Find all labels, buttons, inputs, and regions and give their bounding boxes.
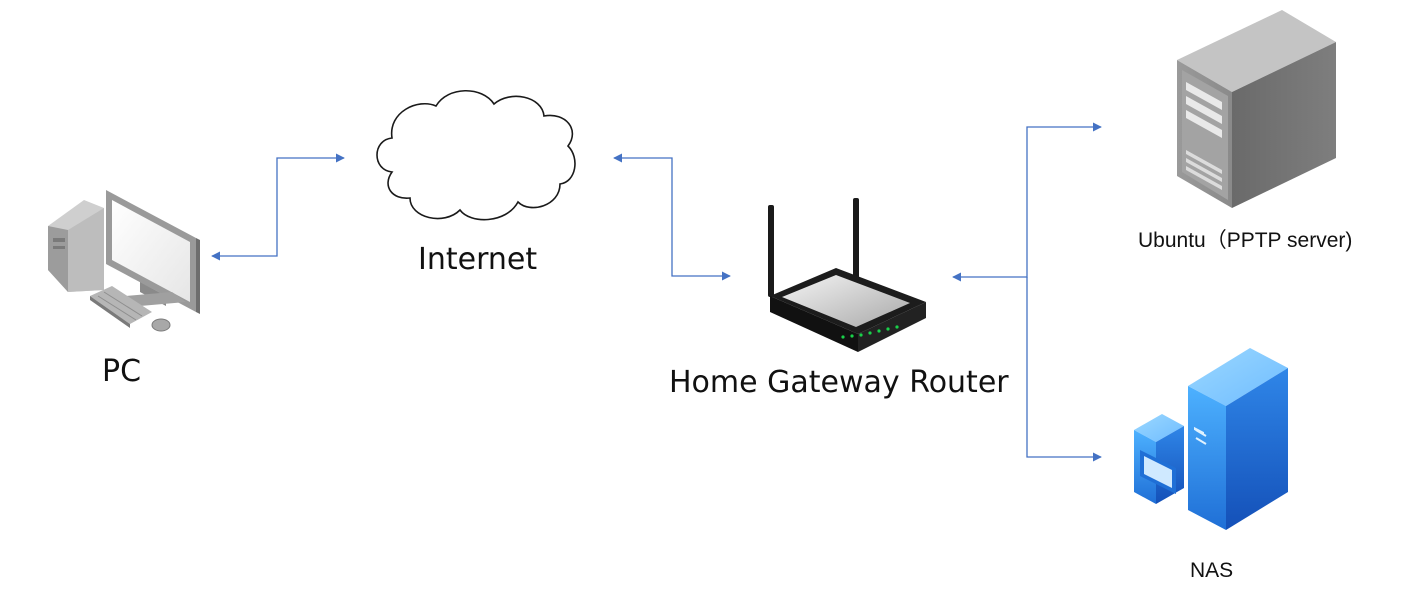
ubuntu-label: Ubuntu（PPTP server) (1138, 229, 1353, 252)
nas-label: NAS (1190, 559, 1234, 582)
wireless-router-icon (768, 198, 926, 352)
edge-internet-router (613, 153, 731, 281)
desktop-computer-icon (48, 190, 200, 332)
edge-pc-internet (211, 153, 345, 261)
cloud-icon (376, 90, 576, 221)
router-label: Home Gateway Router (669, 365, 1009, 400)
edge-router-nas (1026, 277, 1102, 462)
tower-server-icon (1177, 10, 1336, 208)
internet-label: Internet (418, 242, 538, 277)
nas-server-icon (1134, 348, 1288, 530)
pc-label: PC (102, 354, 142, 389)
edge-router-ubuntu (952, 122, 1102, 282)
